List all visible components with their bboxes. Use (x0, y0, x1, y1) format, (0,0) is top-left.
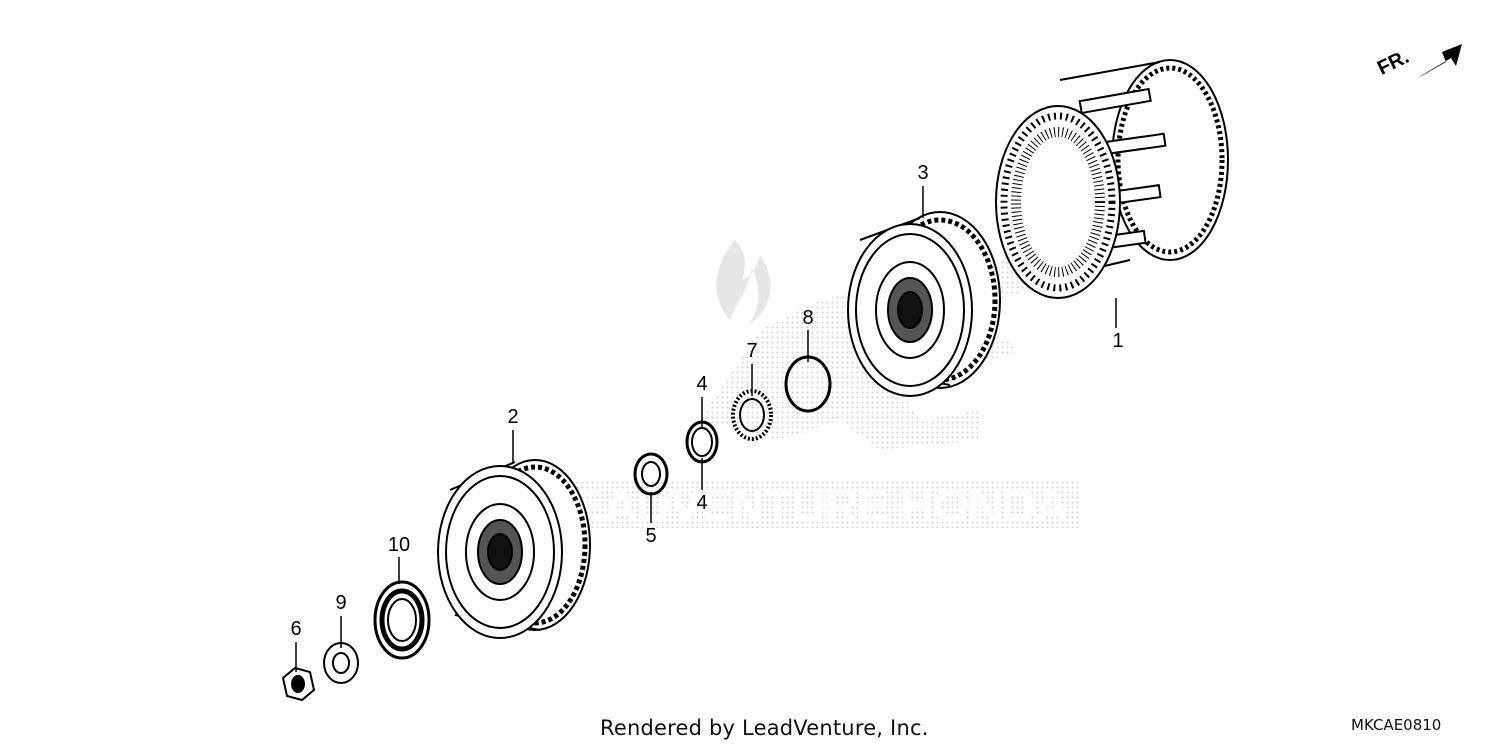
callout-part-1[interactable]: 1 (1112, 330, 1124, 352)
callout-part-4a[interactable]: 4 (696, 373, 708, 395)
callout-part-8[interactable]: 8 (802, 307, 814, 329)
callout-part-7[interactable]: 7 (746, 340, 758, 362)
watermark-text-band (540, 482, 1080, 528)
render-credit: Rendered by LeadVenture, Inc. (600, 716, 929, 740)
callout-part-3[interactable]: 3 (917, 162, 929, 184)
part-1-outer-drum (995, 59, 1229, 299)
part-6-nut (281, 666, 316, 702)
callout-part-9[interactable]: 9 (335, 592, 347, 614)
part-10-seal (373, 580, 431, 660)
part-9-washer (323, 642, 359, 684)
leader-lines (295, 186, 1117, 672)
part-2-clutch-pack (437, 459, 591, 639)
flame-logo-icon (716, 240, 771, 325)
callout-part-5[interactable]: 5 (645, 525, 657, 547)
callout-part-10[interactable]: 10 (387, 534, 411, 556)
direction-indicator (1418, 44, 1462, 78)
arrow-up-right-icon (1418, 44, 1462, 78)
callout-part-6[interactable]: 6 (290, 618, 302, 640)
watermark-text: LEADVENTURE HONDA (545, 480, 1075, 533)
callout-part-2[interactable]: 2 (507, 406, 519, 428)
part-3-clutch-pack (847, 211, 1001, 397)
callout-part-4b[interactable]: 4 (696, 492, 708, 514)
diagram-code: MKCAE0810 (1351, 716, 1442, 734)
